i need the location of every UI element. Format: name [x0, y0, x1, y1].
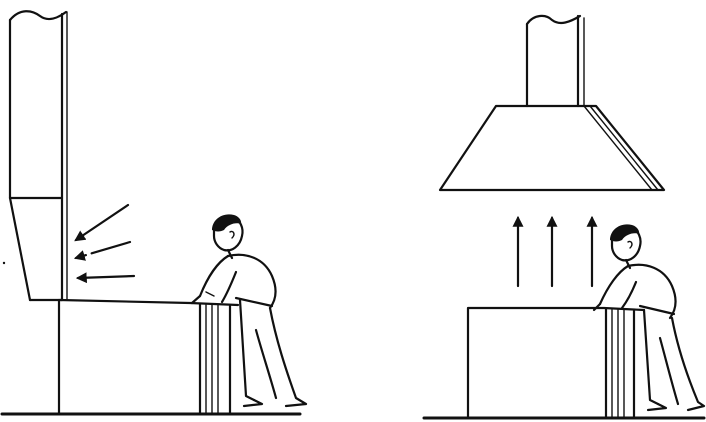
left-work-table — [60, 300, 238, 414]
side-exhaust-hood — [10, 11, 67, 414]
right-worker-figure — [594, 224, 704, 410]
left-airflow-arrow-1 — [76, 205, 128, 240]
right-work-table — [468, 308, 644, 418]
right-airflow-arrows — [518, 218, 592, 286]
canopy-exhaust-hood — [440, 16, 664, 190]
right-panel-canopy-exhaust — [424, 16, 704, 418]
left-airflow-arrow-2 — [76, 242, 130, 258]
left-panel-side-exhaust — [2, 11, 306, 414]
left-airflow-arrow-3 — [78, 276, 134, 278]
left-airflow-arrows — [76, 205, 134, 278]
left-worker-figure — [192, 214, 306, 406]
scan-speck — [3, 262, 5, 264]
